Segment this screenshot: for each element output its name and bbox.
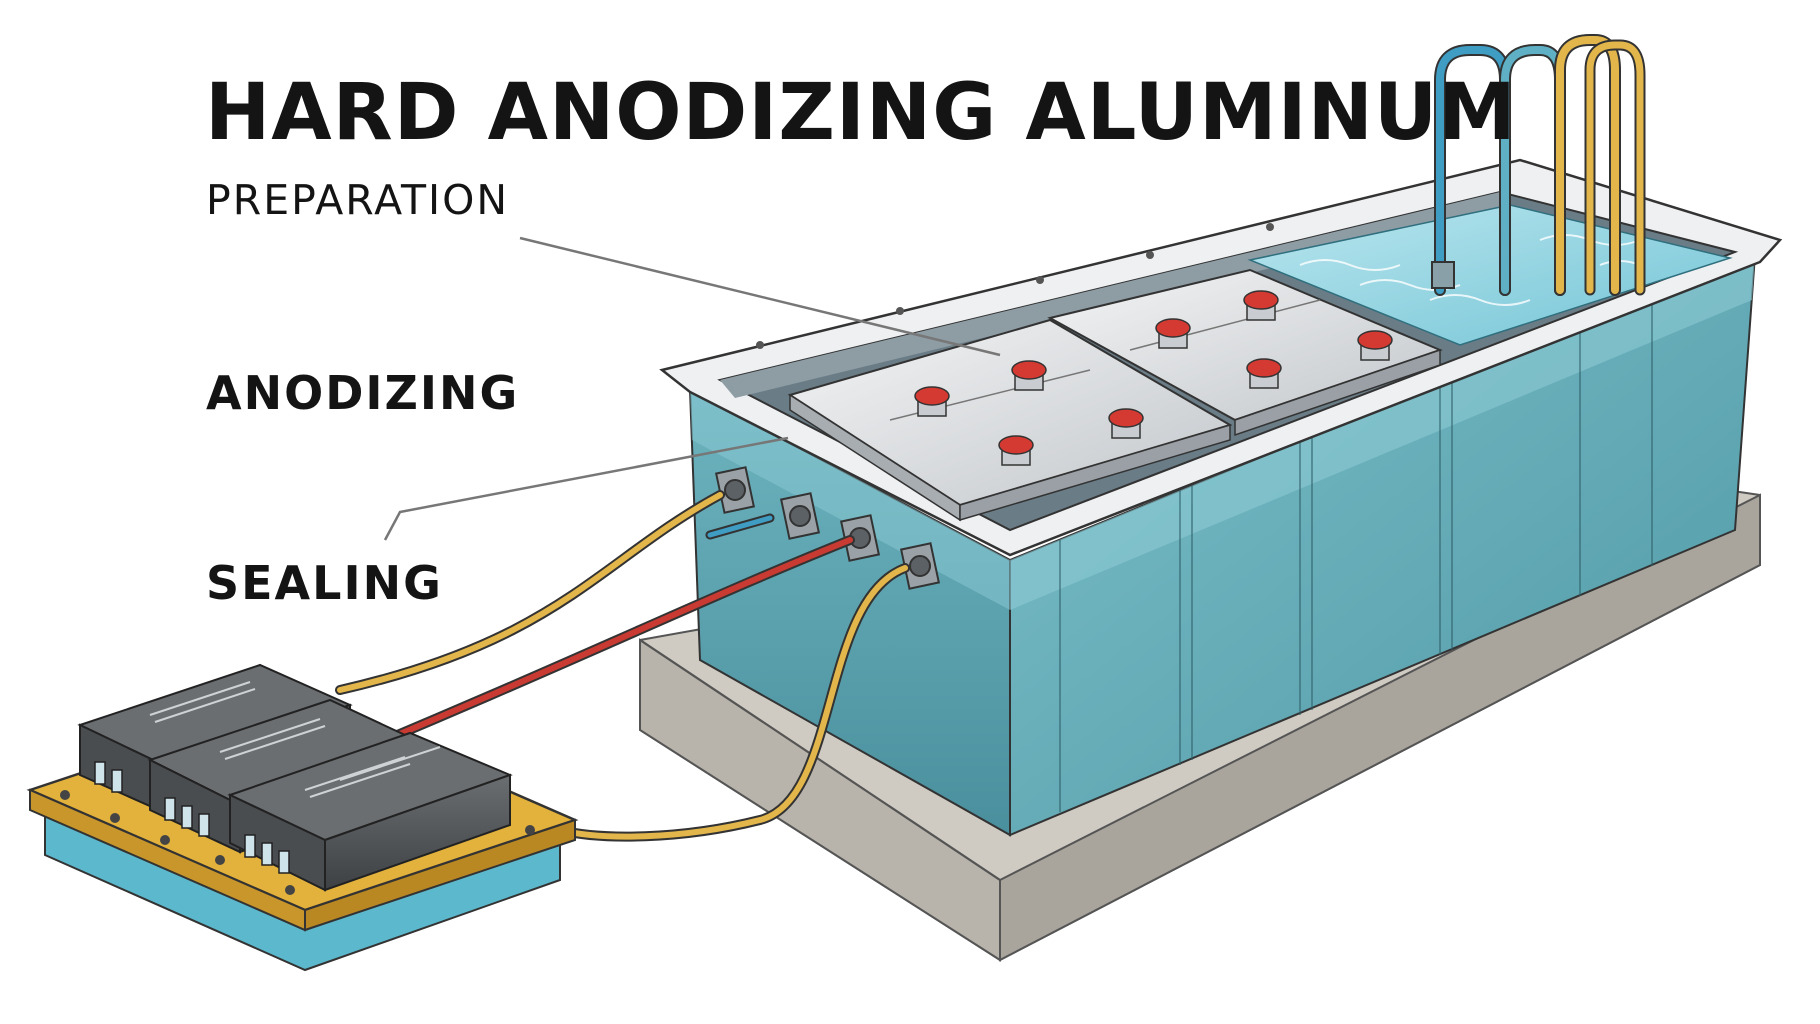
rectifier-unit — [26, 663, 579, 972]
terminal-connectors — [714, 466, 941, 590]
step-label-preparation: PREPARATION — [206, 176, 510, 224]
page-title: HARD ANODIZING ALUMINUM — [205, 68, 1517, 158]
step-label-anodizing: ANODIZING — [206, 366, 520, 420]
step-label-sealing: SEALING — [206, 556, 443, 610]
aluminum-plates — [787, 268, 1443, 522]
red-caps — [914, 290, 1393, 466]
power-cables — [285, 490, 910, 842]
label-leader-lines — [383, 236, 1001, 541]
inlet-pipes — [1431, 34, 1646, 296]
